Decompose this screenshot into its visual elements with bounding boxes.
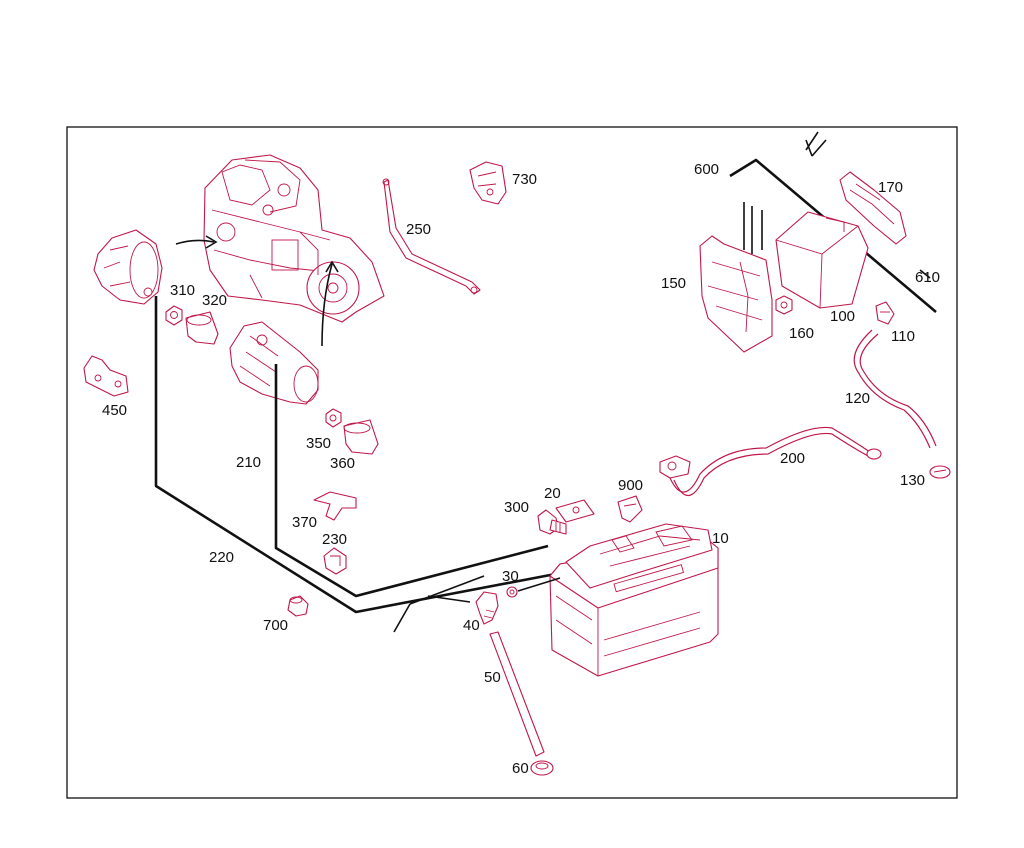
- battery-10: [549, 523, 719, 677]
- label-350: 350: [306, 435, 331, 452]
- battery-box-100: [775, 211, 869, 309]
- nut-30: [506, 577, 561, 598]
- leader-600: [729, 158, 937, 313]
- label-50: 50: [484, 669, 501, 686]
- label-310: 310: [170, 282, 195, 299]
- label-30: 30: [502, 568, 519, 585]
- label-600: 600: [694, 161, 719, 178]
- nut-160: [775, 295, 793, 315]
- cable-branch: [393, 575, 485, 633]
- battery-cable-200: [659, 426, 882, 497]
- arrow-to-engine-left: [175, 239, 215, 245]
- starter-motor: [229, 321, 319, 405]
- label-160: 160: [789, 325, 814, 342]
- label-370: 370: [292, 514, 317, 531]
- label-120: 120: [845, 390, 870, 407]
- label-900: 900: [618, 477, 643, 494]
- diagram-frame: [66, 126, 958, 799]
- leader-610: [919, 269, 931, 279]
- label-360: 360: [330, 455, 355, 472]
- battery-tray-150: [699, 235, 773, 353]
- label-150: 150: [661, 275, 686, 292]
- clip-230: [323, 547, 347, 575]
- label-200: 200: [780, 450, 805, 467]
- label-210: 210: [236, 454, 261, 471]
- label-10: 10: [712, 530, 729, 547]
- alternator: [93, 229, 163, 305]
- vent-fitting-40: [475, 591, 499, 625]
- label-300: 300: [504, 499, 529, 516]
- ground-strap-250: [382, 178, 481, 295]
- nut-350: [325, 408, 342, 428]
- label-450: 450: [102, 402, 127, 419]
- relay-730: [469, 161, 507, 205]
- sleeve-700: [287, 595, 309, 617]
- cap-130: [929, 465, 951, 479]
- grommet-60: [530, 760, 554, 776]
- label-60: 60: [512, 760, 529, 777]
- label-700: 700: [263, 617, 288, 634]
- vent-hose-50: [489, 631, 545, 757]
- hose-120: [853, 329, 937, 449]
- bolt-300: [537, 509, 567, 535]
- protective-cap-360: [343, 419, 379, 455]
- label-40: 40: [463, 617, 480, 634]
- bracket-450: [83, 355, 129, 397]
- cover-170: [839, 171, 907, 245]
- bracket-370: [313, 491, 357, 521]
- fitting-110: [875, 301, 895, 325]
- nut-310: [165, 305, 183, 326]
- cable-220: [154, 296, 567, 614]
- label-730: 730: [512, 171, 537, 188]
- label-250: 250: [406, 221, 431, 238]
- label-170: 170: [878, 179, 903, 196]
- label-230: 230: [322, 531, 347, 548]
- terminal-900: [617, 495, 643, 523]
- label-320: 320: [202, 292, 227, 309]
- arrow-to-engine-right: [321, 263, 333, 347]
- protective-cap-320: [185, 311, 219, 345]
- label-610: 610: [915, 269, 940, 286]
- label-110: 110: [891, 328, 915, 345]
- cable-210: [274, 364, 549, 598]
- label-20: 20: [544, 485, 561, 502]
- label-100: 100: [830, 308, 855, 325]
- engine-assembly: [203, 154, 385, 323]
- label-220: 220: [209, 549, 234, 566]
- label-130: 130: [900, 472, 925, 489]
- terminal-cover-20: [555, 499, 595, 523]
